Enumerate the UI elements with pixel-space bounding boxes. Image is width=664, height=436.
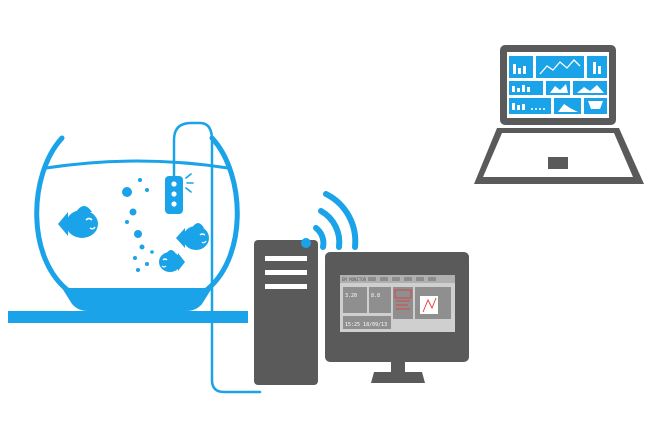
sensor-probe-icon: [165, 121, 262, 394]
computer-tower-icon: [254, 240, 318, 385]
water-line: [45, 159, 229, 170]
shelf: [8, 311, 248, 323]
fishbowl-icon: [8, 135, 248, 323]
fish-icon: [176, 223, 209, 250]
laptop-icon: [474, 45, 644, 184]
tower-case: [254, 240, 318, 385]
reading-1: 3.20: [345, 293, 357, 299]
screen-timestamp: 15:25 18/09/13: [345, 322, 387, 328]
monitor-screen: EM MONITOR 3.20 8.8: [340, 275, 455, 332]
screen-header: EM MONITOR: [342, 277, 367, 282]
monitor-icon: EM MONITOR 3.20 8.8: [325, 252, 469, 383]
bubbles: [122, 178, 154, 272]
fish-icon: [159, 250, 185, 272]
wifi-icon: [301, 191, 359, 250]
sensor-cable: [172, 121, 262, 394]
reading-2: 8.8: [371, 293, 380, 299]
laptop-trackpad: [548, 157, 568, 169]
bowl-outline: [34, 135, 240, 295]
laptop-dashboard: [507, 52, 609, 118]
fish-icon: [58, 206, 98, 238]
